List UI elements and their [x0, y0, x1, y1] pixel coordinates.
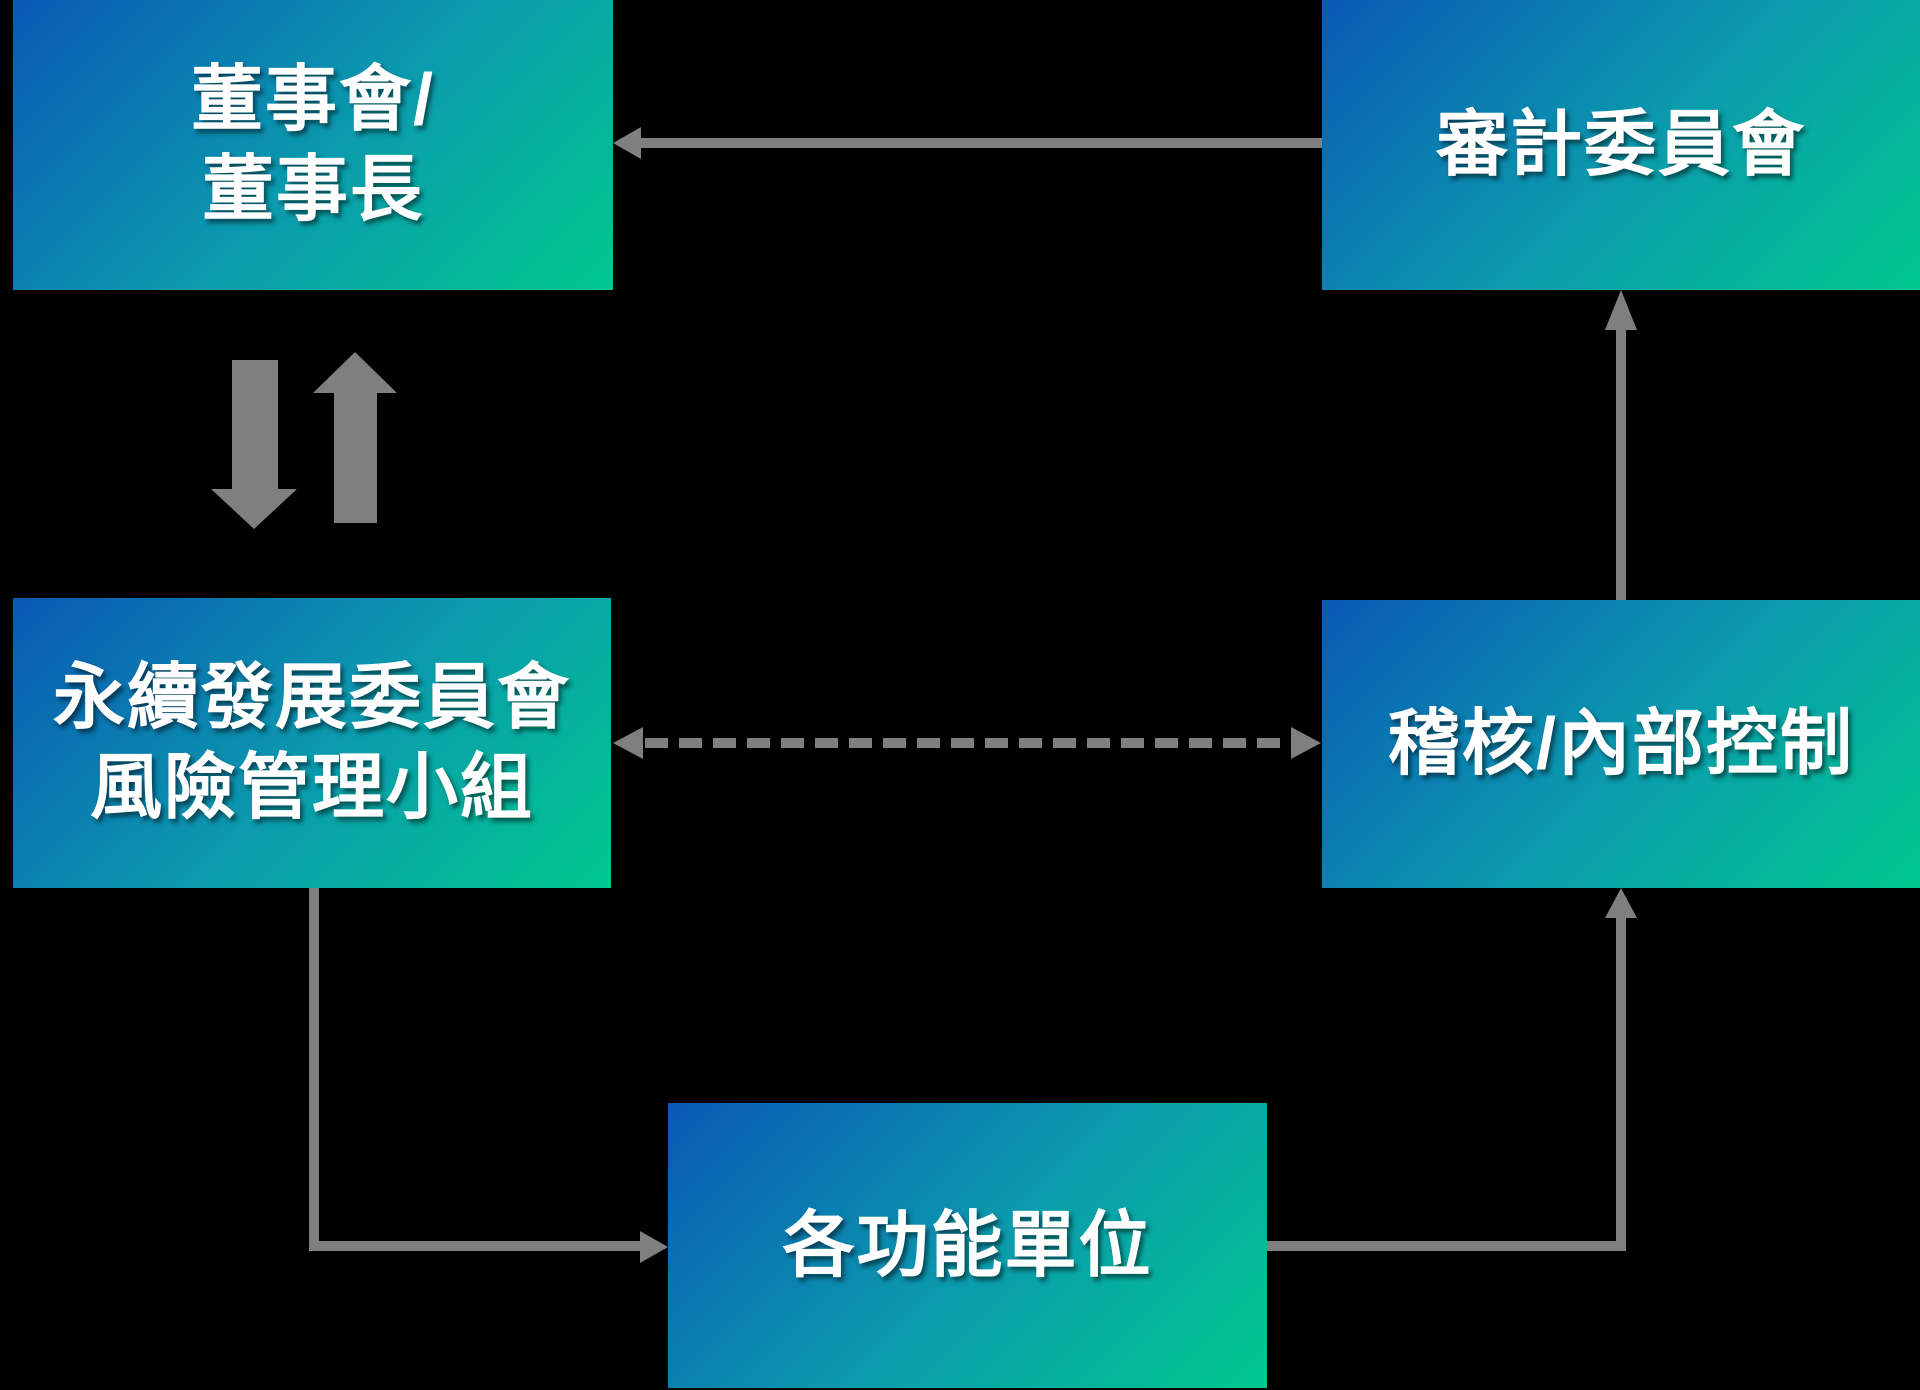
arrow-control-to-audit-head: [1605, 290, 1637, 330]
arrow-functional-to-control-horizontal: [1267, 1241, 1626, 1251]
arrow-control-to-audit-shaft: [1616, 330, 1626, 600]
arrow-functional-to-control-head: [1605, 888, 1637, 918]
box-internal-audit-control: 稽核/內部控制: [1322, 600, 1920, 888]
arrow-functional-to-control-vertical: [1616, 916, 1626, 1251]
block-arrow-up-head: [313, 352, 397, 393]
block-arrow-down-head: [211, 489, 297, 529]
arrow-sustain-to-functional-head: [640, 1231, 668, 1263]
box-label: 審計委員會: [1435, 105, 1806, 185]
box-functional-units: 各功能單位: [668, 1103, 1267, 1388]
box-label-line: 董事長: [201, 150, 424, 230]
block-arrow-up-shaft: [334, 393, 377, 523]
box-sustainability-committee-risk-team: 永續發展委員會 風險管理小組: [13, 598, 611, 888]
arrow-sustain-to-functional-horizontal: [309, 1241, 640, 1251]
arrow-audit-to-board-head: [613, 127, 641, 159]
box-label-line: 風險管理小組: [89, 748, 534, 828]
box-label: 各功能單位: [782, 1205, 1153, 1286]
dashed-arrow-left-head: [613, 727, 643, 759]
dashed-arrow-line: [645, 738, 1291, 748]
box-audit-committee: 審計委員會: [1322, 0, 1920, 290]
arrow-sustain-to-functional-vertical: [309, 888, 319, 1251]
box-label: 稽核/內部控制: [1387, 704, 1854, 784]
block-arrow-down-shaft: [232, 360, 278, 490]
box-label-line: 董事會/: [190, 60, 435, 140]
box-label-line: 永續發展委員會: [52, 658, 571, 738]
arrow-audit-to-board-shaft: [640, 138, 1322, 148]
box-board-of-directors: 董事會/ 董事長: [13, 0, 613, 290]
dashed-arrow-right-head: [1291, 727, 1321, 759]
